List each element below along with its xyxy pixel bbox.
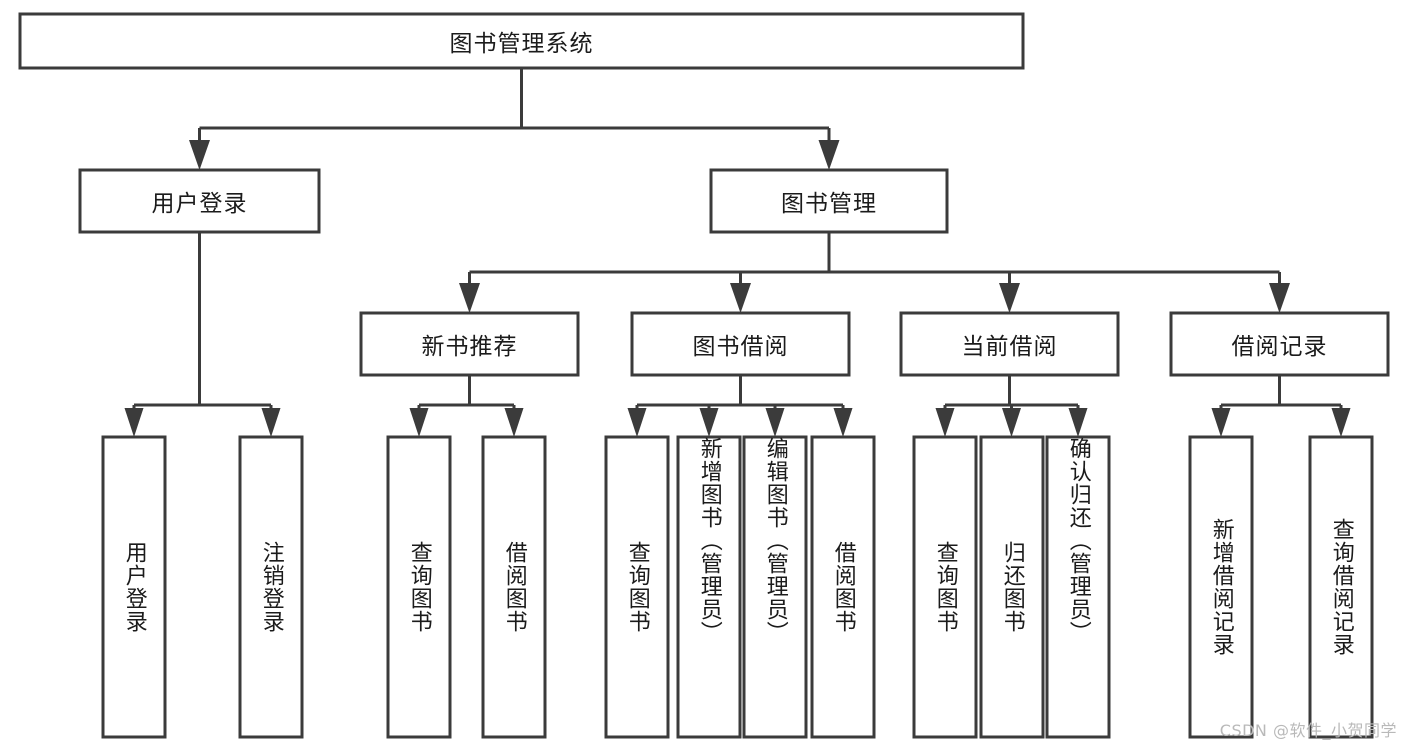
connector-group-borrowrecord: [1211, 375, 1351, 437]
node-box-user-login[interactable]: [78, 168, 321, 234]
node-box-leaf-logout[interactable]: [238, 435, 304, 739]
node-box-leaf-query-book-c[interactable]: [912, 435, 978, 739]
arrow-bookmgmt-to-current: [999, 283, 1020, 313]
node-box-leaf-borrow-book-b[interactable]: [810, 435, 876, 739]
node-box-current-borrow[interactable]: [899, 311, 1120, 377]
arrow-root-to-bookmgmt: [818, 140, 840, 170]
node-box-leaf-return-book[interactable]: [979, 435, 1045, 739]
node-box-leaf-confirm-return[interactable]: [1045, 435, 1111, 739]
arrow-borrowrecord-to-leaf2: [1331, 408, 1351, 437]
arrow-newbook-to-leaf1: [409, 408, 429, 437]
node-box-leaf-add-record[interactable]: [1188, 435, 1254, 739]
arrow-bookborrow-to-leaf4: [833, 408, 853, 437]
node-box-book-borrow[interactable]: [630, 311, 851, 377]
arrow-root-to-userlogin: [189, 140, 210, 170]
arrow-bookborrow-to-leaf3: [765, 408, 785, 437]
node-box-leaf-edit-book[interactable]: [742, 435, 808, 739]
arrow-bookborrow-to-leaf2: [699, 408, 719, 437]
node-box-leaf-add-book[interactable]: [676, 435, 742, 739]
arrow-bookmgmt-to-newbook: [459, 283, 480, 313]
arrow-currentborrow-to-leaf2: [1002, 408, 1021, 437]
node-box-book-management[interactable]: [709, 168, 949, 234]
arrow-newbook-to-leaf2: [504, 408, 524, 437]
arrow-currentborrow-to-leaf1: [935, 408, 955, 437]
connector-group-root: [189, 68, 840, 170]
connector-group-newbook: [409, 375, 524, 437]
connector-group-bookborrow: [627, 375, 853, 437]
node-box-leaf-borrow-book-a[interactable]: [481, 435, 547, 739]
arrow-bookborrow-to-leaf1: [627, 408, 647, 437]
node-box-borrow-record[interactable]: [1169, 311, 1390, 377]
connector-group-userlogin: [124, 232, 281, 437]
connector-group-bookmgmt: [459, 232, 1290, 313]
arrow-bookmgmt-to-borrow: [730, 283, 751, 313]
node-box-leaf-query-book-a[interactable]: [386, 435, 452, 739]
arrow-currentborrow-to-leaf3: [1068, 408, 1088, 437]
node-box-leaf-user-login[interactable]: [101, 435, 167, 739]
connector-group-currentborrow: [935, 375, 1088, 437]
arrow-userlogin-to-leaf1: [124, 408, 144, 437]
arrow-userlogin-to-leaf2: [261, 408, 281, 437]
node-box-root[interactable]: [18, 12, 1025, 70]
node-box-new-book-recommend[interactable]: [359, 311, 580, 377]
node-box-leaf-query-record[interactable]: [1308, 435, 1374, 739]
node-box-leaf-query-book-b[interactable]: [604, 435, 670, 739]
arrow-bookmgmt-to-record: [1269, 283, 1290, 313]
arrow-borrowrecord-to-leaf1: [1211, 408, 1231, 437]
